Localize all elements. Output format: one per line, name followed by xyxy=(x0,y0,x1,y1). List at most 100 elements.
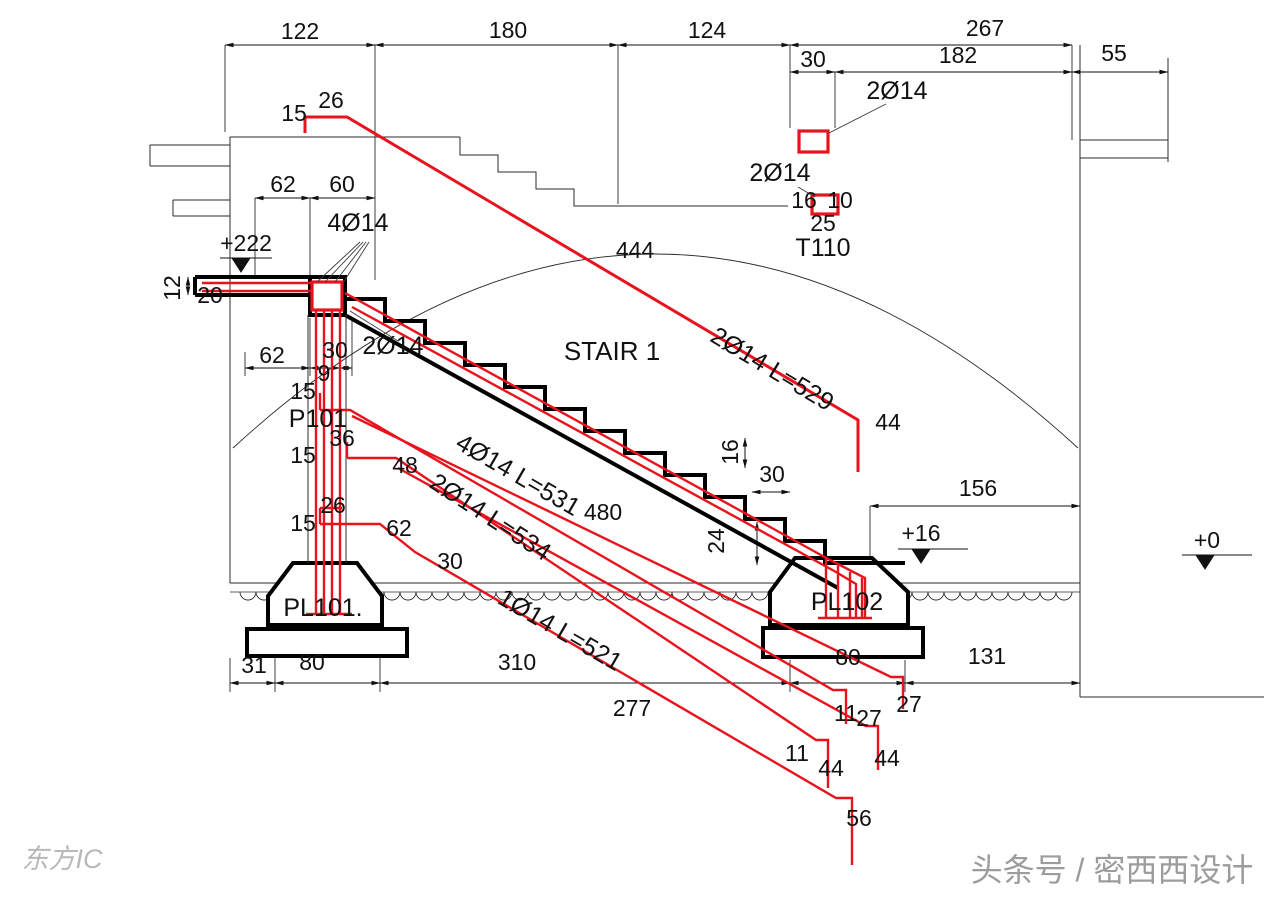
rebar-shape-distribution xyxy=(318,506,854,865)
leader-2o14-beam xyxy=(349,310,399,342)
dim-124: 124 xyxy=(688,17,727,43)
stair-soffit xyxy=(344,313,839,590)
stair-steps-profile xyxy=(343,277,905,565)
rebar-label-beam-top: 4Ø14 xyxy=(327,209,388,237)
rebar-shape-secondary-2 xyxy=(397,466,880,770)
dim-55: 55 xyxy=(1101,40,1127,66)
dim-44-b: 44 xyxy=(818,755,844,781)
rebar-label-beam-bottom: 2Ø14 xyxy=(362,332,423,360)
dim-27-a: 27 xyxy=(856,705,882,731)
watermark-credit: 头条号 / 密西西设计 xyxy=(971,852,1254,888)
ceiling-steps-line xyxy=(459,137,788,207)
leader-4o14-fan xyxy=(316,241,370,284)
dim-277: 277 xyxy=(613,695,651,721)
dim-27-b: 27 xyxy=(896,691,922,717)
dim-180: 180 xyxy=(489,17,527,43)
dim-25-stirrup: 25 xyxy=(810,210,836,236)
beam-stirrup xyxy=(310,280,344,312)
stair-structure xyxy=(193,275,905,590)
dim-267: 267 xyxy=(966,15,1004,41)
rebar-lines xyxy=(202,115,905,865)
dim-310: 310 xyxy=(498,649,536,675)
dim-26-b: 26 xyxy=(320,492,346,518)
dim-48: 48 xyxy=(392,452,418,478)
dim-26-a: 26 xyxy=(318,87,344,113)
dim-36: 36 xyxy=(329,425,355,451)
level-mid-value: +16 xyxy=(901,520,940,546)
rebar-slab-bar-1 xyxy=(344,291,867,618)
rebar-shape-main xyxy=(318,393,848,724)
dim-12: 12 xyxy=(159,275,185,301)
leader-2o14-top xyxy=(828,103,887,134)
dim-24: 24 xyxy=(703,528,729,554)
level-top-triangle xyxy=(231,257,251,273)
extension-lines xyxy=(224,45,1081,692)
dim-122: 122 xyxy=(281,18,319,44)
level-symbols xyxy=(220,257,1252,570)
column-lines xyxy=(307,315,347,563)
leader-lines xyxy=(316,103,887,342)
rebar-stirrups xyxy=(310,129,840,312)
rebar-shape-secondary xyxy=(345,442,830,788)
rebar-footing-right-bars xyxy=(818,558,872,620)
mid-stirrup xyxy=(810,193,840,216)
dim-11-a: 11 xyxy=(834,700,858,726)
background-arch xyxy=(232,253,1079,449)
rebar-landing-bars xyxy=(202,281,312,293)
rebar-column-bars xyxy=(306,310,352,616)
level-zero-value: +0 xyxy=(1194,527,1220,553)
dim-62-a: 62 xyxy=(270,171,296,197)
dim-80-b: 80 xyxy=(835,644,861,670)
dim-62-b: 62 xyxy=(259,342,285,368)
column-label: P101 xyxy=(289,405,347,433)
rebar-shape-main-2 xyxy=(351,414,905,709)
dim-56: 56 xyxy=(846,805,872,831)
dim-44-a: 44 xyxy=(875,409,901,435)
rebar-top-incline-bar xyxy=(303,115,860,472)
footing-left-label: PL101. xyxy=(283,594,362,622)
dim-30-c: 30 xyxy=(437,548,463,574)
dim-9: 9 xyxy=(318,360,331,386)
dim-15-b: 15 xyxy=(290,378,316,404)
left-slab-lines xyxy=(149,144,230,217)
level-top-value: +222 xyxy=(220,230,272,256)
right-slab-lines xyxy=(1080,139,1264,698)
rebar-slab-bar-2 xyxy=(351,305,858,618)
stair-title: STAIR 1 xyxy=(564,336,660,366)
rebar-label-incline-bar: 2Ø14 L=529 xyxy=(706,322,839,417)
footing-right-base xyxy=(761,626,925,659)
dim-15-c: 15 xyxy=(290,442,316,468)
dim-62-c: 62 xyxy=(386,515,412,541)
top-stirrup xyxy=(797,129,830,154)
watermarks: 东方IC 头条号 / 密西西设计 xyxy=(22,844,1254,888)
dim-30-d: 30 xyxy=(759,461,785,487)
dim-20: 20 xyxy=(197,282,223,308)
dim-11-b: 11 xyxy=(785,740,809,766)
watermark-logo: 东方IC xyxy=(22,844,104,874)
dim-30-b: 30 xyxy=(322,337,348,363)
level-mid-triangle xyxy=(911,548,931,564)
dim-444: 444 xyxy=(616,237,655,263)
dim-131: 131 xyxy=(968,643,1006,669)
dim-80-a: 80 xyxy=(299,649,325,675)
dim-16-stirrup: 16 xyxy=(791,187,817,213)
dim-44-c: 44 xyxy=(874,745,900,771)
leader-2o14-mid xyxy=(797,186,816,198)
rebar-label-stirrup-mid: 2Ø14 xyxy=(749,159,810,187)
dim-15-d: 15 xyxy=(290,510,316,536)
dim-30-top: 30 xyxy=(800,46,826,72)
footing-left-base xyxy=(245,627,409,658)
dim-15-a: 15 xyxy=(281,100,307,126)
dim-156: 156 xyxy=(959,475,997,501)
level-zero-triangle xyxy=(1195,554,1215,570)
dim-10-stirrup: 10 xyxy=(827,187,853,213)
labels: 122 180 124 267 30 182 55 15 26 2Ø14 2Ø1… xyxy=(159,15,1220,831)
rebar-label-stirrup-top: 2Ø14 xyxy=(866,77,927,105)
dim-31: 31 xyxy=(241,652,267,678)
dim-16-v: 16 xyxy=(717,439,743,465)
dim-182: 182 xyxy=(939,42,977,68)
footing-right-label: PL102 xyxy=(811,588,883,616)
dim-480: 480 xyxy=(584,499,622,525)
